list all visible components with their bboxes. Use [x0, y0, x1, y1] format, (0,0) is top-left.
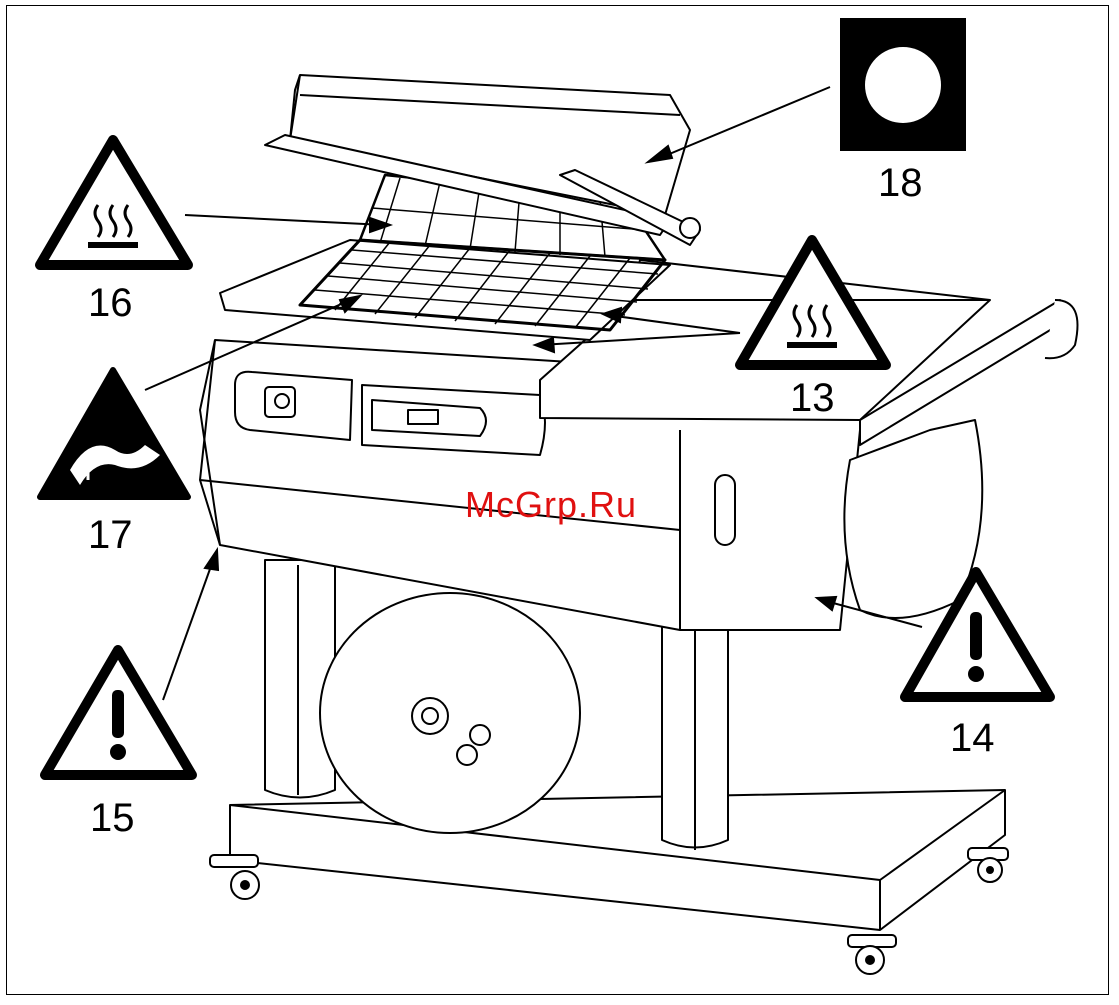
label-14: 14 — [950, 718, 995, 758]
base-platform — [230, 790, 1005, 930]
label-17: 17 — [88, 515, 133, 555]
symbol-17 — [40, 370, 188, 497]
symbol-16 — [40, 140, 188, 265]
label-18: 18 — [878, 163, 923, 203]
sealing-lid — [265, 75, 700, 245]
film-roll-lower — [320, 593, 580, 833]
watermark-text: McGrp.Ru — [465, 484, 637, 526]
label-15: 15 — [90, 798, 135, 838]
label-16: 16 — [88, 283, 133, 323]
label-13: 13 — [790, 378, 835, 418]
symbol-15 — [45, 650, 192, 775]
symbol-18 — [840, 18, 966, 151]
